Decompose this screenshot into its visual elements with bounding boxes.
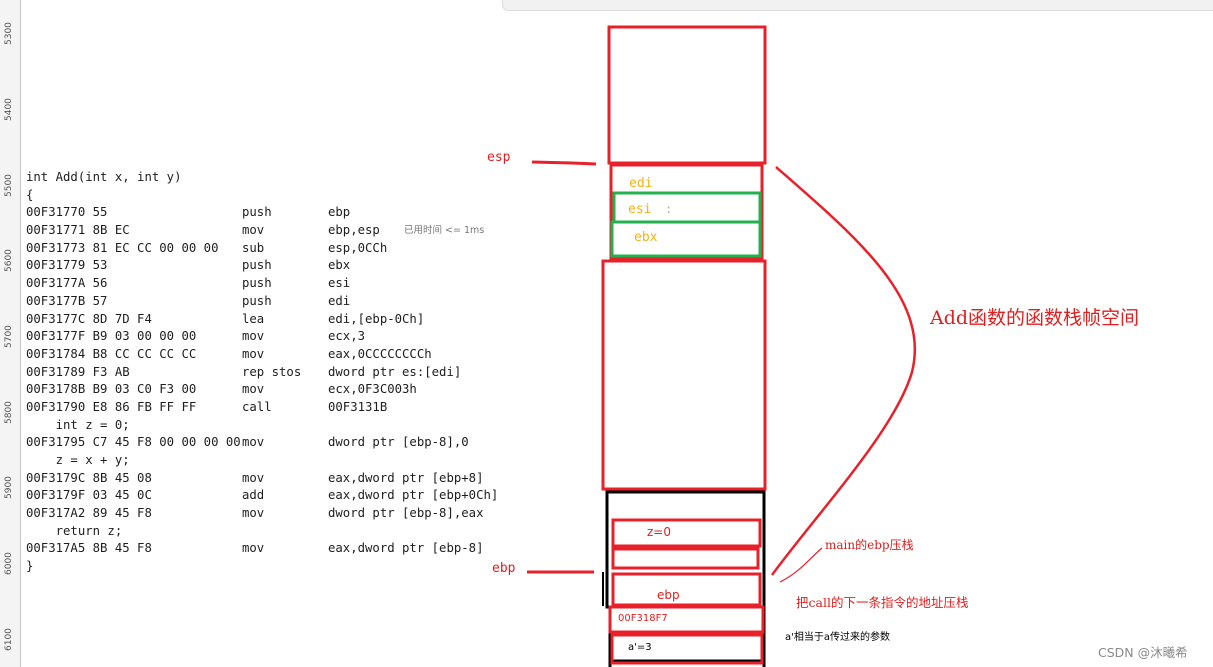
stack-cell-return-address <box>608 605 765 634</box>
code-operands: edi,[ebp-0Ch] <box>328 311 425 326</box>
code-address-bytes: 00F31770 55 <box>26 205 108 220</box>
edi-label: edi <box>629 176 653 191</box>
code-address-bytes: { <box>26 187 34 202</box>
code-address-bytes: 00F31789 F3 AB <box>26 364 130 379</box>
stack-cell-callee-saved-group <box>609 163 764 260</box>
stack-cell-argument <box>610 633 764 665</box>
code-operands: dword ptr [ebp-8],0 <box>328 435 469 450</box>
code-address-bytes: 00F3177B 57 <box>26 293 108 308</box>
ebp-label: ebp <box>492 561 516 576</box>
ebx-label: ebx <box>634 230 658 245</box>
code-operands: dword ptr es:[edi] <box>328 364 462 379</box>
code-mnemonic: add <box>242 488 265 503</box>
code-operands: dword ptr [ebp-8],eax <box>328 506 484 521</box>
esp-label: esp <box>487 150 511 165</box>
code-operands: ebx <box>328 258 351 273</box>
code-address-bytes: z = x + y; <box>26 453 130 467</box>
code-address-bytes: 00F317A5 8B 45 F8 <box>26 541 152 556</box>
code-address-bytes: int z = 0; <box>26 417 130 432</box>
code-mnemonic: mov <box>242 223 265 238</box>
code-operands: edi <box>328 293 351 308</box>
code-address-bytes: 00F31790 E8 86 FB FF FF <box>26 399 197 414</box>
code-operands: esp,0CCh <box>328 240 388 255</box>
floating-toolbar-edge <box>502 0 1213 11</box>
code-mnemonic: lea <box>242 311 265 326</box>
code-mnemonic: push <box>242 205 272 220</box>
stack-cell-z <box>611 518 762 548</box>
code-operands: eax,dword ptr [ebp-8] <box>328 541 484 556</box>
code-mnemonic: mov <box>242 541 265 556</box>
stack-cell-top <box>607 25 767 165</box>
frame-space-label: Add函数的函数栈帧空间 <box>930 307 1140 329</box>
code-address-bytes: 00F3178B B9 03 C0 F3 00 <box>26 382 197 397</box>
code-mnemonic: mov <box>242 435 265 450</box>
code-address-bytes: 00F3179C 8B 45 08 <box>26 470 152 485</box>
code-operands: ebp <box>328 205 351 220</box>
code-address-bytes: } <box>26 559 34 574</box>
ebp-cell-label: ebp <box>657 588 680 602</box>
code-address-bytes: 00F3177A 56 <box>26 276 108 291</box>
code-address-bytes: 00F3177F B9 03 00 00 00 <box>26 329 197 344</box>
main-ebp-push-label: main的ebp压栈 <box>825 538 914 552</box>
code-address-bytes: 00F31779 53 <box>26 258 108 273</box>
code-address-bytes: 00F3179F 03 45 0C <box>26 488 152 503</box>
main-ebp-leader <box>779 547 823 583</box>
csdn-watermark: CSDN @沐曦希 <box>1098 645 1188 660</box>
esp-pointer-line <box>531 160 597 166</box>
code-mnemonic: mov <box>242 329 265 344</box>
argument-label: a'=3 <box>628 642 652 653</box>
code-mnemonic: push <box>242 276 272 291</box>
code-address-bytes: 00F31795 C7 45 F8 00 00 00 00 <box>26 435 241 450</box>
code-address-bytes: 00F3177C 8D 7D F4 <box>26 311 152 326</box>
z-value-label: z=0 <box>647 525 671 539</box>
code-mnemonic: call <box>242 399 272 414</box>
code-operands: esi <box>328 276 351 291</box>
stack-cell-locals <box>601 259 767 491</box>
code-operands: eax,0CCCCCCCCh <box>328 346 432 361</box>
code-mnemonic: mov <box>242 470 265 485</box>
code-operands: ecx,0F3C003h <box>328 382 417 397</box>
esi-cursor-mark: : <box>665 202 673 216</box>
code-mnemonic: mov <box>242 506 265 521</box>
parameter-note-label: a'相当于a传过来的参数 <box>785 632 891 643</box>
code-operands: ebp,esp <box>328 223 380 238</box>
code-mnemonic: push <box>242 258 272 273</box>
code-mnemonic: rep stos <box>242 364 302 379</box>
code-address-bytes: 00F317A2 89 45 F8 <box>26 506 152 521</box>
code-mnemonic: mov <box>242 346 265 361</box>
stack-cell-ebx <box>610 220 762 258</box>
code-mnemonic: sub <box>242 240 265 255</box>
code-mnemonic: mov <box>242 382 265 397</box>
stack-cell-main-ebp <box>611 572 762 607</box>
code-mnemonic: push <box>242 293 272 308</box>
code-address-bytes: int Add(int x, int y) <box>26 170 182 184</box>
code-address-bytes: 00F31771 8B EC <box>26 223 130 238</box>
code-operands: eax,dword ptr [ebp+0Ch] <box>328 488 499 503</box>
code-address-bytes: 00F31784 B8 CC CC CC CC <box>26 346 197 361</box>
code-operands: ecx,3 <box>328 329 366 344</box>
code-address-bytes: return z; <box>26 523 123 538</box>
call-return-push-label: 把call的下一条指令的地址压栈 <box>796 595 969 610</box>
return-address-label: 00F318F7 <box>618 613 668 624</box>
esi-label: esi <box>628 202 652 217</box>
frame-brace-curve <box>770 166 917 576</box>
stack-cell-blank <box>611 547 760 570</box>
code-operands: eax,dword ptr [ebp+8] <box>328 470 484 485</box>
code-address-bytes: 00F31773 81 EC CC 00 00 00 <box>26 240 219 255</box>
code-operands: 00F3131B <box>328 399 388 414</box>
elapsed-time-note: 已用时间 <= 1ms <box>404 225 485 237</box>
